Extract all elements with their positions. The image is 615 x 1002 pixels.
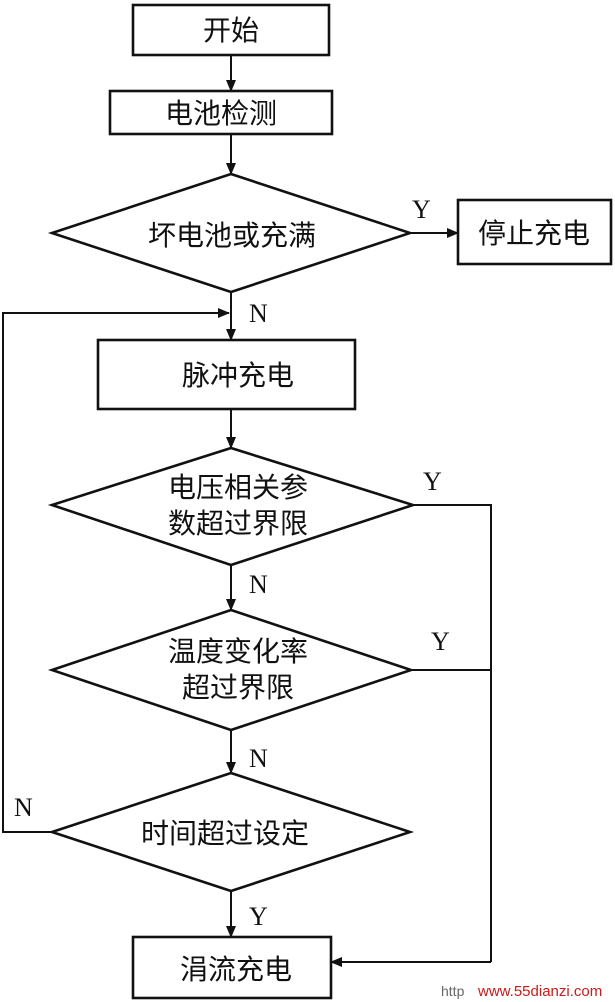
decision1-no-label: N [249, 299, 268, 328]
bad-or-full-decision [47, 172, 415, 294]
yes-path-right-bus [413, 504, 492, 962]
decision3-no-label: N [249, 744, 268, 773]
decision4-no-label: N [14, 793, 33, 822]
start-box [131, 3, 331, 57]
temp-check-decision [47, 608, 416, 732]
time-check-label: 时间超过设定 [141, 817, 309, 850]
trickle-charging-box [131, 935, 333, 1000]
start-label: 开始 [203, 14, 259, 47]
watermark-prefix: http [441, 983, 465, 999]
decision1-yes-label: Y [412, 195, 431, 224]
time-check-decision [47, 771, 415, 893]
voltage-check-label-line1: 电压相关参 [168, 471, 308, 504]
voltage-check-decision [47, 446, 418, 567]
battery-check-label: 电池检测 [165, 97, 277, 130]
decision2-no-label: N [249, 570, 268, 599]
stop-charging-label: 停止充电 [478, 217, 590, 250]
pulse-charging-label: 脉冲充电 [182, 359, 294, 392]
temp-check-label-line1: 温度变化率 [168, 635, 308, 668]
decision3-yes-label: Y [431, 627, 450, 656]
temp-check-label-line2: 超过界限 [182, 671, 294, 704]
watermark-site: www.55dianzi.com [477, 983, 602, 1000]
battery-check-box [108, 89, 334, 136]
stop-charging-box [456, 198, 613, 266]
arrow-no-loop-back [2, 308, 230, 833]
decision2-yes-label: Y [423, 467, 442, 496]
bad-or-full-label: 坏电池或充满 [148, 219, 316, 252]
voltage-check-label-line2: 数超过界限 [168, 507, 308, 540]
trickle-charging-label: 涓流充电 [180, 953, 292, 986]
decision4-yes-label: Y [249, 902, 268, 931]
pulse-charging-box [96, 338, 357, 411]
